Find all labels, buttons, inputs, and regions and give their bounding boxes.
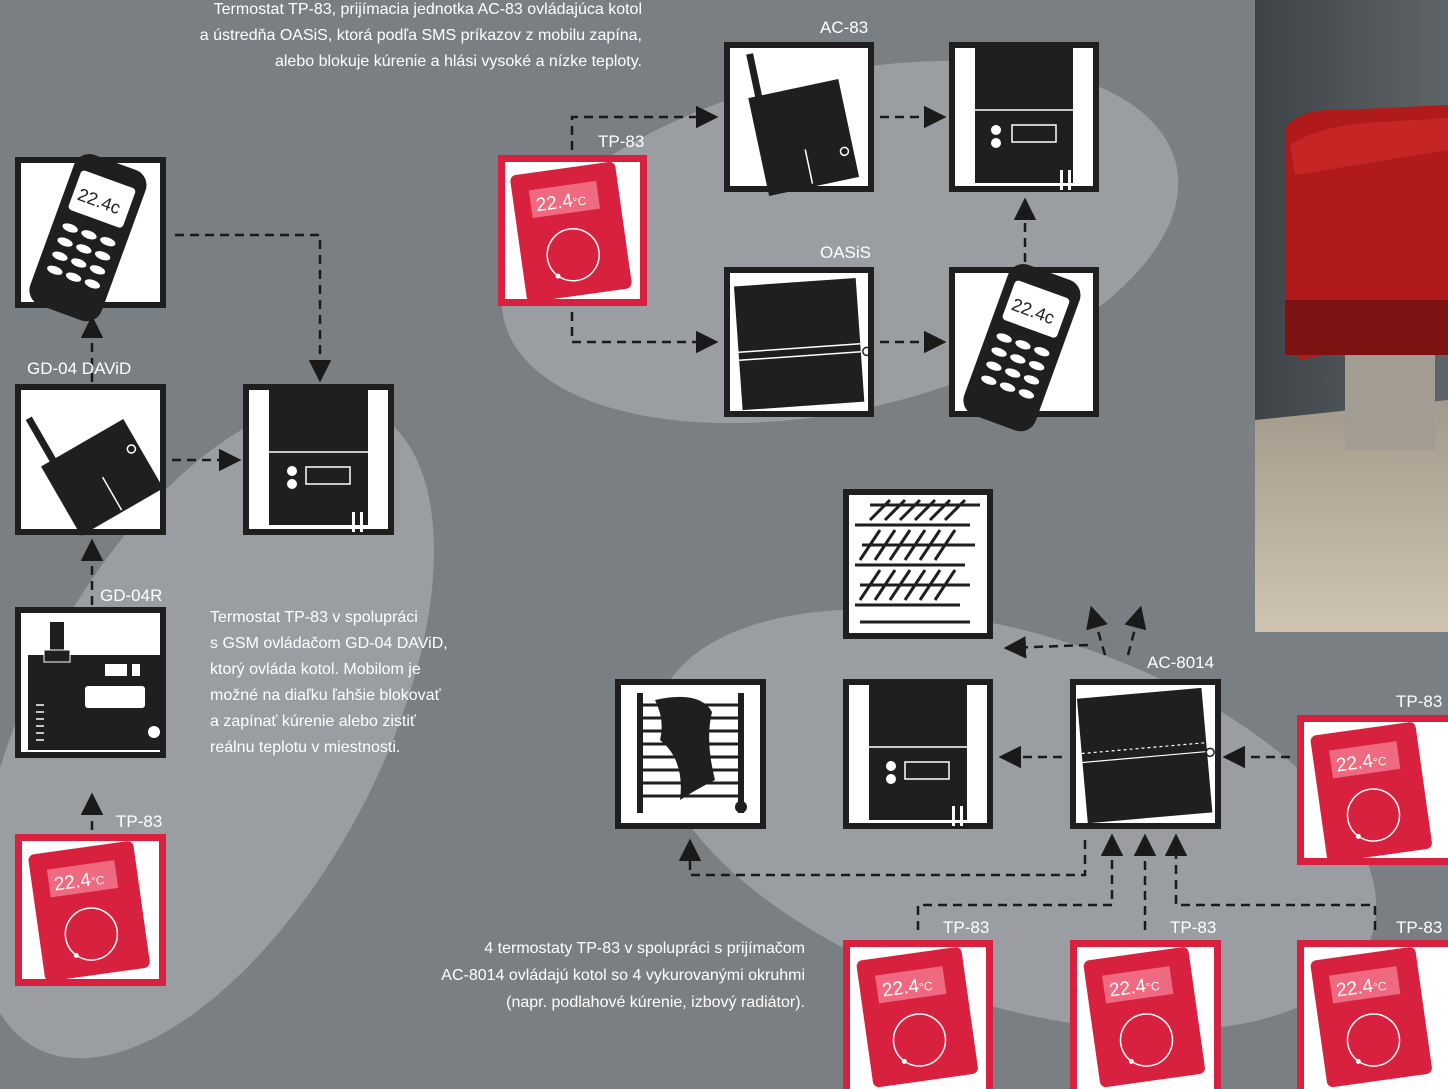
intro-line-1: Termostat TP-83, prijímacia jednotka AC-…	[214, 1, 642, 18]
intro-text: Termostat TP-83, prijímacia jednotka AC-…	[200, 1, 642, 70]
receiver-gd04r	[15, 607, 166, 758]
display-unit: °C	[918, 979, 934, 995]
thermostat-tp83-bottom-3: 22.4°C	[1297, 940, 1448, 1089]
room-photo	[1255, 0, 1448, 632]
middle-line-6: reálnu teplotu v miestnosti.	[210, 739, 400, 756]
display-unit: °C	[1372, 754, 1388, 770]
thermostat-tp83-bottom-1: 22.4°C	[843, 940, 993, 1089]
middle-line-4: možné na diaľku ľahšie blokovať	[210, 687, 442, 704]
intro-line-2: a ústredňa OASiS, ktorá podľa SMS príkaz…	[200, 27, 642, 44]
bottom-line-1: 4 termostaty TP-83 v spolupráci s prijím…	[484, 940, 805, 957]
boiler-bottom	[843, 679, 993, 829]
label-tp83-left: TP-83	[116, 812, 162, 831]
bottom-line-2: AC-8014 ovládajú kotol so 4 vykurovanými…	[441, 967, 805, 984]
boiler-left	[243, 384, 394, 535]
thermostat-tp83-right: 22.4°C	[1297, 715, 1448, 865]
thermostat-tp83-left: 22.4°C	[15, 834, 166, 986]
bottom-text: 4 termostaty TP-83 v spolupráci s prijím…	[441, 940, 805, 1011]
label-tp83-bottom-3: TP-83	[1396, 918, 1442, 937]
thermostat-tp83-top: 22.4°C	[498, 155, 647, 306]
middle-line-3: ktorý ovláda kotol. Mobilom je	[210, 661, 421, 678]
label-ac83: AC-83	[820, 18, 868, 37]
gsm-controller-gd04-david	[15, 377, 166, 535]
intro-line-3: alebo blokuje kúrenie a hlási vysoké a n…	[275, 53, 642, 70]
label-tp83-top: TP-83	[598, 132, 644, 151]
label-tp83-right: TP-83	[1396, 692, 1442, 711]
display-unit: °C	[90, 873, 106, 889]
middle-line-2: s GSM ovládačom GD-04 DAViD,	[210, 635, 448, 652]
middle-line-5: a zapínať kúrenie alebo zistiť	[210, 713, 417, 730]
mobile-phone-top: 22.4c	[949, 259, 1099, 435]
label-oasis: OASiS	[820, 243, 871, 262]
bottom-line-3: (napr. podlahové kúrenie, izbový radiáto…	[506, 994, 805, 1011]
mobile-phone-left: 22.4c	[15, 149, 166, 325]
label-gd04r: GD-04R	[100, 586, 162, 605]
receiver-ac8014	[1070, 679, 1221, 829]
boiler-top	[949, 42, 1099, 192]
underfloor-heating	[843, 489, 993, 639]
towel-radiator	[615, 679, 766, 829]
middle-line-1: Termostat TP-83 v spolupráci	[210, 609, 418, 626]
display-unit: °C	[1372, 979, 1388, 995]
central-unit-oasis	[724, 267, 874, 417]
label-tp83-bottom-1: TP-83	[943, 918, 989, 937]
label-tp83-bottom-2: TP-83	[1170, 918, 1216, 937]
display-unit: °C	[572, 193, 588, 209]
receiver-ac83	[724, 37, 874, 196]
label-ac8014: AC-8014	[1147, 653, 1214, 672]
thermostat-tp83-bottom-2: 22.4°C	[1070, 940, 1221, 1089]
display-unit: °C	[1145, 979, 1161, 995]
label-gd04-david: GD-04 DAViD	[27, 359, 131, 378]
